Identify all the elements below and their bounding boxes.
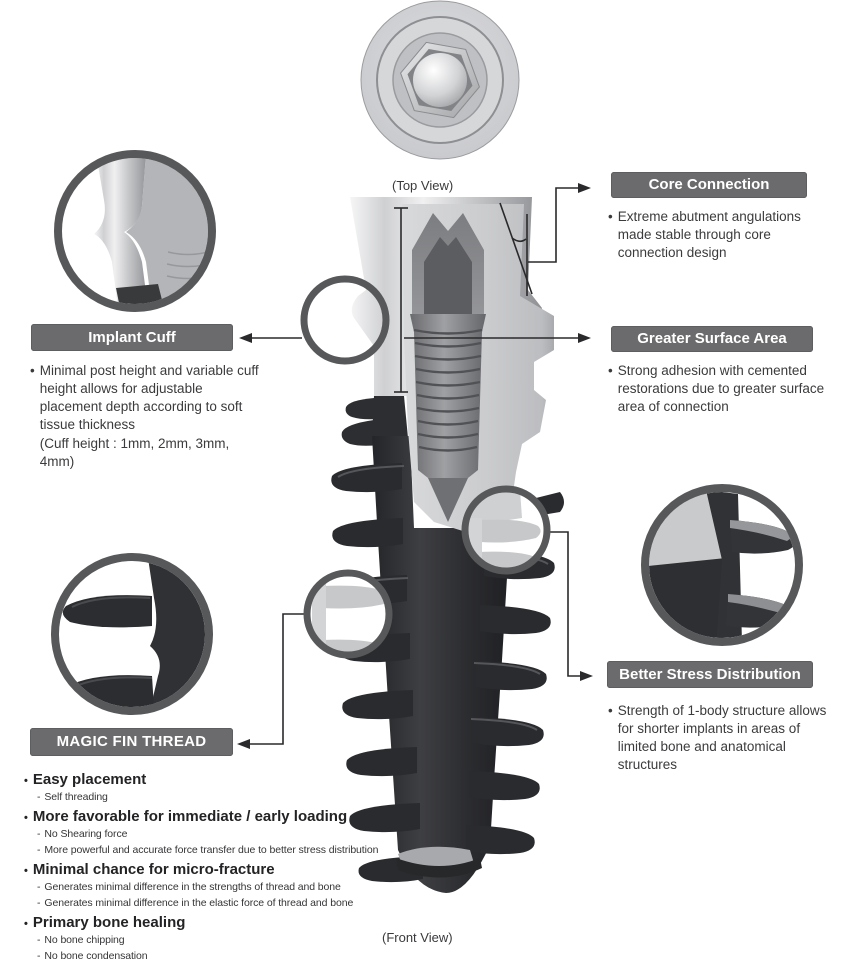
callout-text-better-stress-distribution: • Strength of 1-body structure allows fo… bbox=[608, 702, 830, 774]
bullet-glyph: • bbox=[24, 812, 28, 824]
feature-heading: • Easy placement bbox=[24, 771, 147, 788]
arrowhead-greater-surface bbox=[578, 333, 591, 343]
feature-item: - Generates minimal difference in the el… bbox=[37, 897, 354, 909]
dimension-line bbox=[394, 207, 408, 393]
magnifier-fin-detail-right bbox=[641, 484, 803, 646]
feature-item: - No bone condensation bbox=[37, 950, 148, 962]
arrowhead-better-stress bbox=[580, 671, 593, 681]
cuff-height-note: (Cuff height : 1mm, 2mm, 3mm, 4mm) bbox=[39, 436, 230, 470]
zoom-ring-cuff-large bbox=[54, 150, 216, 312]
connector-magic-fin-thread bbox=[250, 613, 308, 745]
magic-fin-thread-list: • Easy placement - Self threading • More… bbox=[24, 766, 396, 966]
feature-item: - No bone chipping bbox=[37, 934, 125, 946]
magnifier-fin-detail-left bbox=[51, 553, 213, 715]
center-dome bbox=[413, 53, 467, 107]
arrowhead-magic-fin bbox=[237, 739, 250, 749]
callout-text-core-connection: • Extreme abutment angulations made stab… bbox=[608, 208, 836, 262]
callout-title-better-stress-distribution: Better Stress Distribution bbox=[607, 661, 813, 688]
bullet-glyph: • bbox=[30, 363, 35, 378]
bullet-glyph: • bbox=[608, 703, 613, 718]
callout-title-core-connection: Core Connection bbox=[611, 172, 807, 198]
magnifier-cuff-detail bbox=[54, 150, 216, 312]
callout-text-implant-cuff: • Minimal post height and variable cuff … bbox=[30, 362, 262, 471]
bullet-glyph: • bbox=[24, 918, 28, 930]
callout-title-magic-fin-thread: MAGIC FIN THREAD bbox=[30, 728, 233, 756]
inner-screw bbox=[410, 314, 486, 522]
feature-heading: • More favorable for immediate / early l… bbox=[24, 808, 348, 825]
callout-title-greater-surface-area: Greater Surface Area bbox=[611, 326, 813, 352]
bullet-glyph: • bbox=[24, 775, 28, 787]
bullet-glyph: • bbox=[608, 209, 613, 224]
connector-core-connection bbox=[528, 187, 578, 263]
zoom-ring-fin-left-large bbox=[51, 553, 213, 715]
bullet-glyph: • bbox=[24, 865, 28, 877]
zoom-ring-fin-left-small bbox=[303, 569, 393, 659]
feature-item: - No Shearing force bbox=[37, 828, 128, 840]
top-view-graphic bbox=[360, 0, 520, 160]
arrowhead-implant-cuff bbox=[239, 333, 252, 343]
feature-item: - Self threading bbox=[37, 791, 108, 803]
arrowhead-core-connection bbox=[578, 183, 591, 193]
callout-text-greater-surface-area: • Strong adhesion with cemented restorat… bbox=[608, 362, 826, 416]
zoom-ring-cuff-small bbox=[300, 275, 390, 365]
top-view-caption: (Top View) bbox=[392, 178, 454, 193]
zoom-ring-fin-right-large bbox=[641, 484, 803, 646]
angle-indicator bbox=[499, 202, 533, 296]
feature-heading: • Minimal chance for micro-fracture bbox=[24, 861, 275, 878]
feature-item: - Generates minimal difference in the st… bbox=[37, 881, 341, 893]
callout-title-implant-cuff: Implant Cuff bbox=[31, 324, 233, 351]
core-connection-recess bbox=[412, 213, 484, 314]
zoom-ring-fin-right-small bbox=[461, 485, 551, 575]
implant-neck bbox=[341, 396, 408, 446]
front-view-caption: (Front View) bbox=[382, 930, 453, 945]
connector-better-stress bbox=[548, 531, 580, 677]
feature-heading: • Primary bone healing bbox=[24, 914, 186, 931]
feature-item: - More powerful and accurate force trans… bbox=[37, 844, 379, 856]
bullet-glyph: • bbox=[608, 363, 613, 378]
